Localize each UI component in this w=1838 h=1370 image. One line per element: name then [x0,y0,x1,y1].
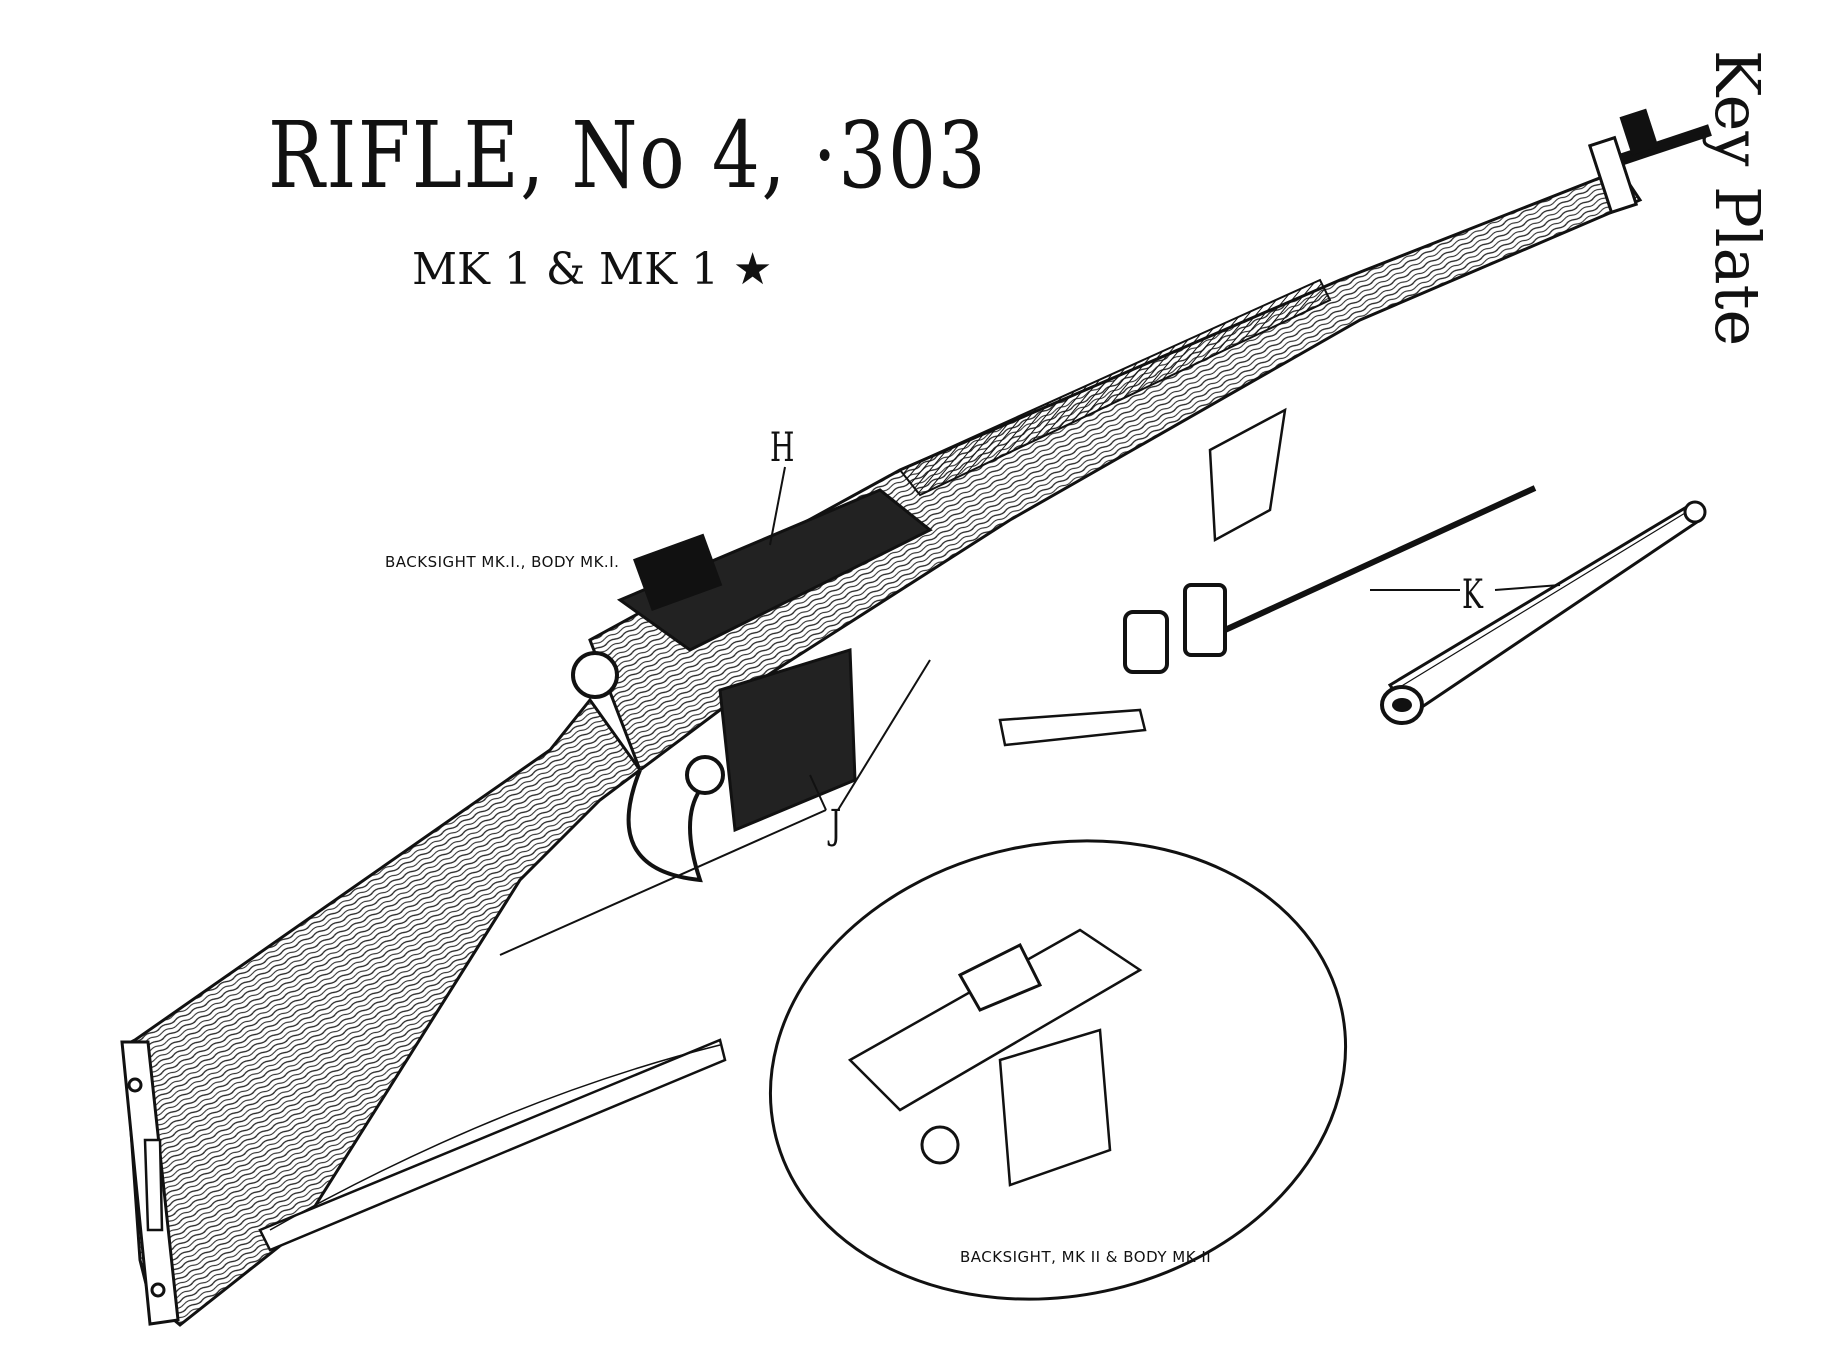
caption-backsight-mk2: BACKSIGHT, MK II & BODY MK II [960,1248,1212,1266]
inset-detail-mk2 [768,839,1348,1301]
callout-k: K [1462,572,1483,618]
bayonet [1123,485,1537,674]
callout-j: J [830,802,842,848]
receiver-action [571,488,933,883]
scabbard [1380,500,1707,725]
callout-h: H [770,425,795,471]
plate-subtitle: MK 1 & MK 1 ★ [412,244,773,295]
leader-lines [499,466,1561,956]
key-plate-label: Key Plate [1701,50,1774,347]
caption-backsight-mk1: BACKSIGHT MK.I., BODY MK.I. [385,553,620,571]
barrel [1587,108,1712,215]
sling [258,407,1287,1252]
fore-end [588,168,1643,773]
plate-title: RIFLE, No 4, ·303 [268,102,988,209]
butt-stock [120,697,643,1327]
